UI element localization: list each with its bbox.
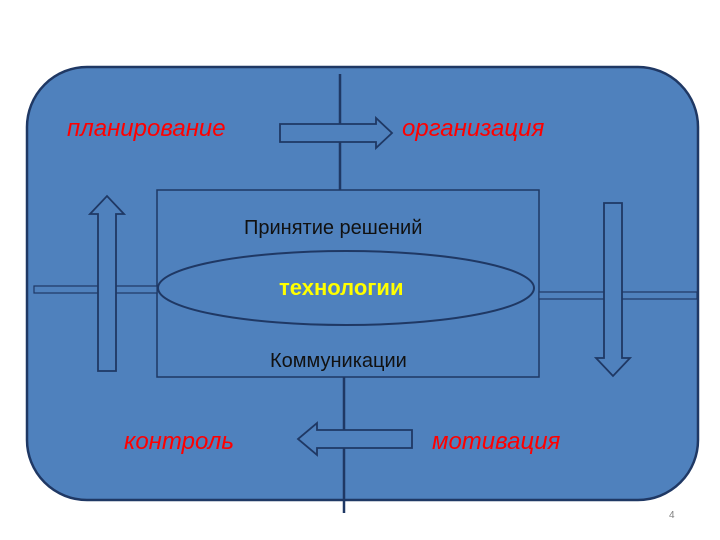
- arrow-down-icon: [593, 202, 633, 378]
- page-number: 4: [669, 510, 675, 521]
- technologies-ellipse: [157, 250, 535, 326]
- label-communications: Коммуникации: [270, 350, 407, 372]
- arrow-left-icon: [296, 421, 413, 457]
- arrow-up-icon: [87, 194, 127, 372]
- arrow-right-icon: [279, 115, 394, 151]
- label-planning: планирование: [67, 115, 226, 142]
- label-organization: организация: [402, 115, 545, 142]
- left-connector: [33, 285, 158, 294]
- label-technologies: технологии: [279, 275, 404, 300]
- label-motivation: мотивация: [432, 428, 561, 455]
- label-control: контроль: [124, 428, 234, 455]
- label-decision-making: Принятие решений: [244, 217, 423, 239]
